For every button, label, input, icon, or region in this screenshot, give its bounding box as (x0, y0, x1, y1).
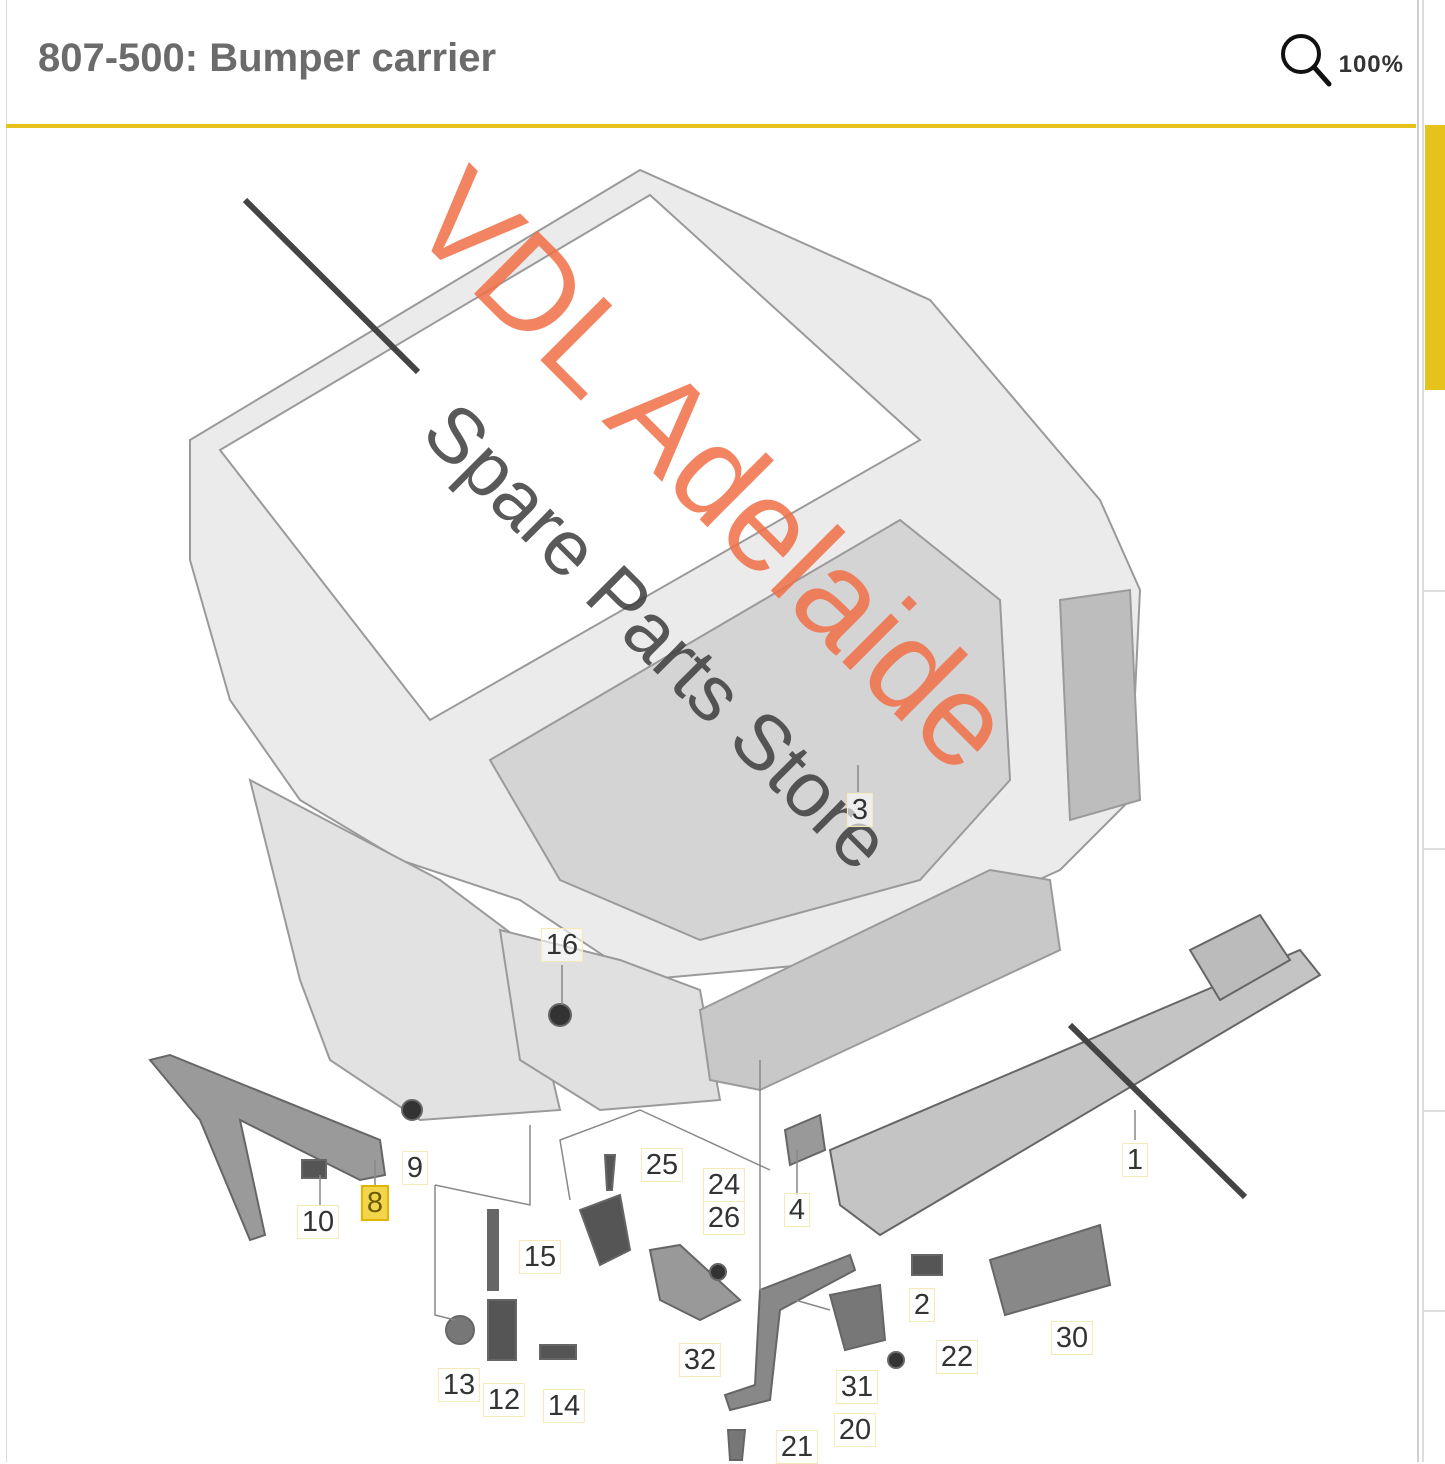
part-callout-20[interactable]: 20 (833, 1413, 877, 1447)
part-callout-15[interactable]: 15 (518, 1240, 562, 1274)
car-body (189, 168, 1142, 1122)
panel-separator (1424, 1310, 1445, 1312)
part-callout-9[interactable]: 9 (401, 1151, 429, 1185)
part-callout-8[interactable]: 8 (360, 1185, 390, 1221)
page-title: 807-500: Bumper carrier (38, 36, 497, 80)
part-callout-30[interactable]: 30 (1050, 1321, 1094, 1355)
right-panel (1422, 0, 1445, 1462)
part-callout-1[interactable]: 1 (1121, 1143, 1149, 1177)
zoom-control[interactable]: 100% (1277, 30, 1404, 90)
scrollbar-thumb[interactable] (1425, 125, 1445, 390)
parts-diagram (148, 168, 1322, 1461)
parts (148, 913, 1322, 1461)
part-callout-22[interactable]: 22 (935, 1340, 979, 1374)
part-callout-3[interactable]: 3 (846, 793, 874, 827)
part-callout-13[interactable]: 13 (437, 1368, 481, 1402)
header: 807-500: Bumper carrier 100% (6, 0, 1416, 128)
part-callout-12[interactable]: 12 (482, 1383, 526, 1417)
part-callout-14[interactable]: 14 (542, 1389, 586, 1423)
part-callout-2[interactable]: 2 (908, 1288, 936, 1322)
part-callout-31[interactable]: 31 (835, 1370, 879, 1404)
watermark-lines (242, 197, 1248, 1200)
panel-separator (1424, 848, 1445, 850)
part-callout-24[interactable]: 24 (702, 1168, 746, 1202)
panel-separator (1424, 1110, 1445, 1112)
panel-separator (1424, 590, 1445, 592)
part-callout-16[interactable]: 16 (540, 928, 584, 962)
part-callout-25[interactable]: 25 (640, 1148, 684, 1182)
part-callout-26[interactable]: 26 (702, 1201, 746, 1235)
left-border (0, 0, 7, 1462)
part-callout-4[interactable]: 4 (783, 1193, 811, 1227)
panel-divider (1417, 0, 1419, 1462)
leader-lines (319, 765, 1136, 1321)
part-callout-32[interactable]: 32 (678, 1343, 722, 1377)
part-callout-21[interactable]: 21 (775, 1430, 819, 1464)
magnifier-icon (1280, 34, 1332, 87)
zoom-level: 100% (1338, 51, 1404, 78)
part-callout-10[interactable]: 10 (296, 1205, 340, 1239)
